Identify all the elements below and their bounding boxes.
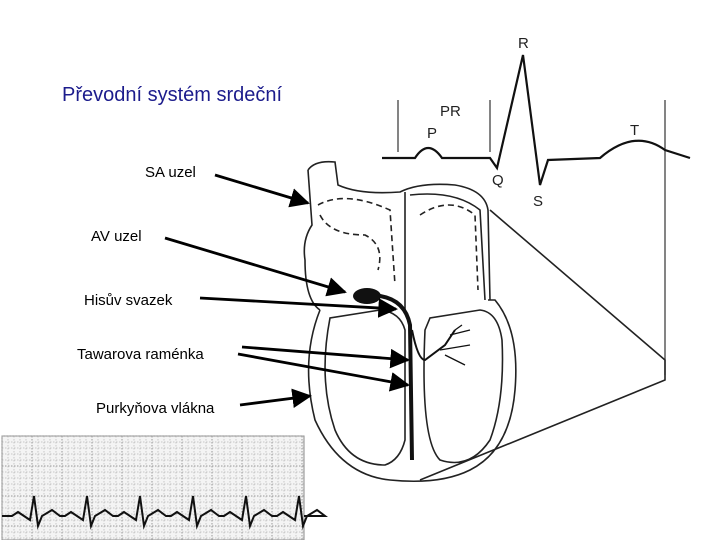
purkinje-fiber-branches <box>439 324 471 366</box>
wave-t: T <box>630 122 639 139</box>
ecg-illustration-frame <box>397 100 666 375</box>
ecg-waveform-trace <box>382 54 691 186</box>
ecg-strip <box>1 435 328 540</box>
label-arrows <box>164 173 410 408</box>
av-node-shape <box>353 288 381 304</box>
wave-q: Q <box>492 172 504 189</box>
wave-pr: PR <box>440 103 461 120</box>
label-av-node: AV uzel <box>91 228 142 245</box>
heart-schematic <box>303 160 666 483</box>
page-title: Převodní systém srdeční <box>62 84 283 106</box>
tawara-branch-shape <box>411 329 456 362</box>
wave-r: R <box>518 35 529 52</box>
ecg-strip-trace <box>2 495 328 530</box>
wave-s: S <box>533 193 543 210</box>
label-his-bundle: Hisův svazek <box>84 292 173 309</box>
label-sa-node: SA uzel <box>145 164 196 181</box>
label-tawara-branches: Tawarova raménka <box>77 346 204 363</box>
his-bundle-shape <box>379 294 414 461</box>
label-purkinje-fibers: Purkyňova vlákna <box>96 400 215 417</box>
wave-p: P <box>427 125 437 142</box>
